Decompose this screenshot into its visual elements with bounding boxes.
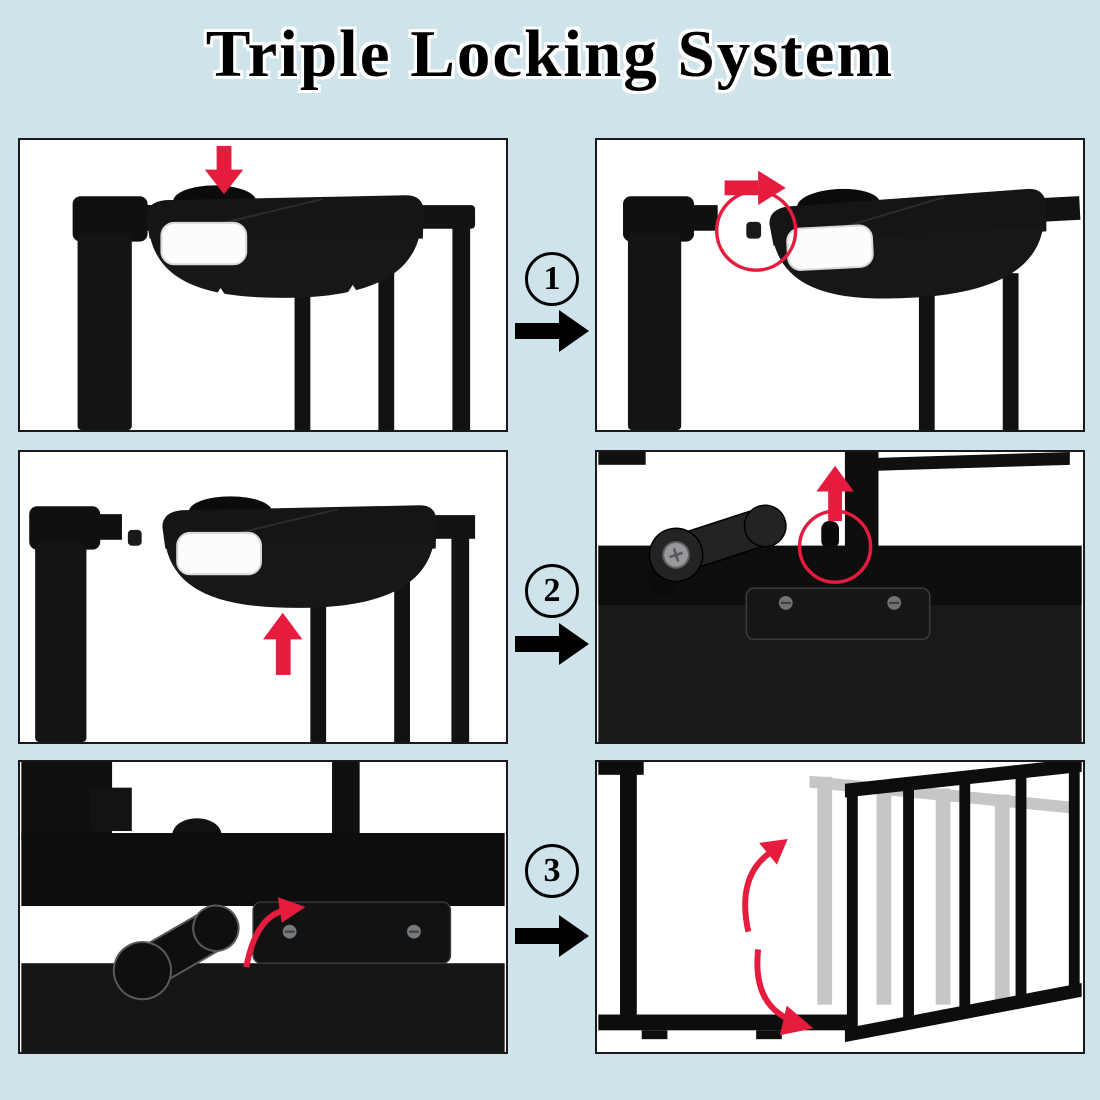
step-3-before-panel bbox=[18, 760, 508, 1054]
latch-pin bbox=[746, 221, 762, 239]
step-2-next-arrow-icon bbox=[515, 623, 589, 665]
step-3-after-illustration bbox=[598, 762, 1082, 1043]
latch-release-button bbox=[176, 531, 263, 576]
latch-release-button bbox=[786, 224, 874, 271]
step-3-after-panel bbox=[595, 760, 1085, 1054]
base-plate bbox=[252, 901, 452, 964]
press-down-arrow-icon bbox=[204, 145, 244, 195]
bottom-lock-lever bbox=[112, 904, 240, 1001]
step-2-after-illustration bbox=[598, 452, 1082, 742]
rotate-lever-arrow-icon bbox=[243, 897, 306, 968]
bottom-lock-lever bbox=[648, 504, 787, 583]
step-1-next-arrow-icon bbox=[515, 310, 589, 352]
step-3-number: 3 bbox=[543, 852, 561, 889]
step-3-number-badge: 3 bbox=[525, 844, 579, 898]
lift-up-arrow-icon bbox=[263, 612, 303, 675]
gate-swinging-open bbox=[844, 762, 1082, 1043]
step-1-before-panel bbox=[18, 138, 508, 432]
step-1-before-illustration bbox=[72, 145, 476, 430]
floor bbox=[21, 963, 505, 1052]
step-1-after-panel bbox=[595, 138, 1085, 432]
page-title: Triple Locking System bbox=[205, 17, 895, 91]
gate-top-latch bbox=[72, 185, 476, 430]
step-1-number-badge: 1 bbox=[525, 252, 579, 306]
slide-right-arrow-icon bbox=[724, 170, 786, 206]
step-2-before-illustration bbox=[29, 496, 476, 742]
gate-top-latch bbox=[29, 496, 476, 742]
gate-bottom-rail bbox=[21, 833, 505, 907]
step-3-next-arrow-icon bbox=[515, 915, 589, 957]
step-2-after-panel bbox=[595, 450, 1085, 744]
pin-up-arrow-icon bbox=[816, 465, 854, 522]
gate-top-latch-slid bbox=[622, 188, 1081, 430]
step-2-number-badge: 2 bbox=[525, 564, 579, 618]
latch-release-button bbox=[160, 221, 248, 266]
step-2-before-panel bbox=[18, 450, 508, 744]
bottom-lock-pin bbox=[821, 521, 840, 549]
step-1-after-illustration bbox=[622, 170, 1081, 430]
step-2-number: 2 bbox=[543, 572, 561, 609]
hinge-post bbox=[620, 762, 637, 1021]
step-3-before-illustration bbox=[21, 762, 505, 1052]
step-1-number: 1 bbox=[543, 260, 561, 297]
bottom-frame-bar bbox=[598, 1014, 857, 1031]
swing-direction-arrows-icon bbox=[742, 838, 814, 1036]
latch-pin bbox=[127, 529, 142, 546]
base-plate bbox=[745, 587, 931, 641]
